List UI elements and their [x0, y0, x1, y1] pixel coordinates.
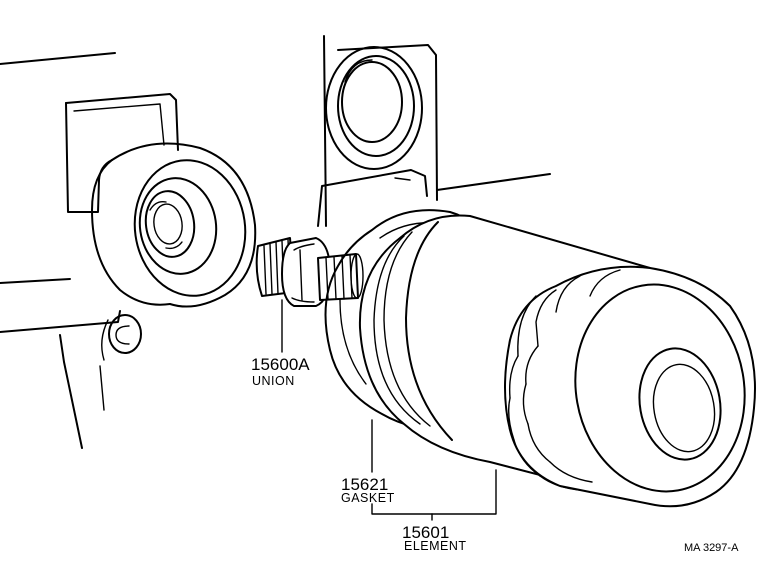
- part-number-label: 15621: [341, 475, 388, 494]
- callout-gasket: 15621 GASKET: [341, 475, 395, 505]
- engine-block-drawing: [0, 35, 551, 449]
- part-number-label: 15600A: [251, 355, 310, 374]
- element-drawing: [358, 214, 756, 508]
- part-number-label: 15601: [402, 523, 449, 542]
- part-name-label: UNION: [252, 374, 295, 388]
- union-drawing: [255, 237, 364, 307]
- part-name-label: GASKET: [341, 491, 395, 505]
- leader-lines: [281, 299, 497, 521]
- callout-element: 15601 ELEMENT: [402, 523, 467, 553]
- callout-union: 15600A UNION: [251, 355, 310, 388]
- figure-reference-code: MA 3297-A: [684, 542, 739, 554]
- part-name-label: ELEMENT: [404, 539, 467, 553]
